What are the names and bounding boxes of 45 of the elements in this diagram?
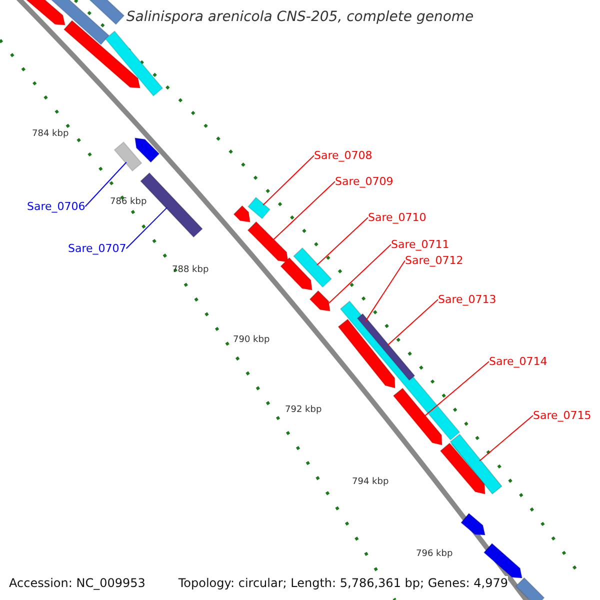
gene-label: Sare_0715 [533, 409, 592, 422]
gene-bar [134, 137, 160, 163]
scale-label: 794 kbp [352, 477, 389, 487]
leader-line [424, 361, 490, 417]
leader-line [364, 260, 406, 322]
gene-bar [483, 542, 523, 579]
footer-text: Topology: circular; Length: 5,786,361 bp; Genes: 4,979 [178, 576, 508, 590]
gene-bar [292, 247, 332, 288]
leader-line [387, 299, 438, 346]
leader-line [272, 181, 336, 240]
gene-bar [515, 577, 545, 600]
footer-text: Accession: NC_009953 [9, 576, 146, 590]
leader-line [84, 162, 127, 207]
leader-line [316, 217, 368, 266]
gene-bar [338, 318, 396, 389]
gene-bar [25, 0, 66, 26]
leader-line [126, 207, 168, 249]
gene-label: Sare_0712 [405, 254, 464, 267]
gene-bar [460, 512, 486, 536]
gene-label: Sare_0714 [489, 355, 548, 368]
title: Salinispora arenicola CNS-205, complete genome [125, 9, 475, 25]
scale-label: 784 kbp [32, 129, 69, 139]
scale-label: 788 kbp [172, 265, 209, 275]
scale-label: 790 kbp [233, 335, 270, 345]
gene-bar [309, 290, 331, 312]
scale-label: 786 kbp [110, 197, 147, 207]
leader-line [262, 155, 314, 206]
gene-bar [392, 388, 443, 446]
gene-bar [280, 257, 313, 291]
gene-label: Sare_0713 [438, 293, 496, 306]
gene-label: Sare_0711 [391, 238, 450, 251]
leader-line [479, 415, 534, 462]
gene-bar [233, 205, 251, 223]
scale-label: 796 kbp [416, 549, 453, 559]
gene-bar [247, 221, 289, 263]
gene-label: Sare_0708 [314, 149, 372, 162]
leader-line [328, 244, 392, 304]
gene-bar [104, 30, 164, 97]
gene-label: Sare_0709 [335, 175, 394, 188]
gene-bar [114, 141, 142, 172]
gene-label: Sare_0710 [368, 211, 426, 224]
scale-label: 792 kbp [285, 405, 322, 415]
gene-label: Sare_0707 [68, 242, 126, 255]
gene-label: Sare_0706 [27, 200, 86, 213]
gene-bar [440, 442, 486, 495]
